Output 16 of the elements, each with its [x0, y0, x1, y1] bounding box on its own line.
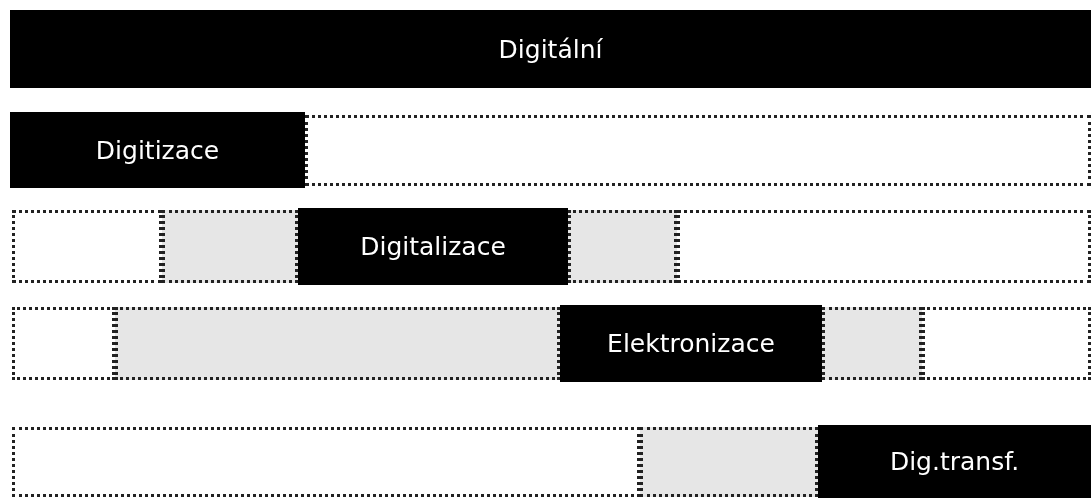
- stage-bar: [298, 208, 568, 285]
- shaded-segment: [640, 427, 818, 497]
- stage-bar: [818, 425, 1091, 498]
- stage-label: Digitální: [498, 34, 603, 64]
- stage-label: Elektronizace: [607, 329, 775, 358]
- stage-label: Digitizace: [95, 135, 220, 165]
- stage-bar: [10, 10, 1091, 88]
- shaded-segment: [115, 307, 560, 380]
- stage-label: Dig.transf.: [889, 447, 1020, 476]
- stage-bar: [10, 112, 305, 188]
- stage-bar: [560, 305, 822, 382]
- empty-segment: [305, 115, 1091, 186]
- shaded-segment: [568, 210, 677, 283]
- shaded-segment: [162, 210, 298, 283]
- shaded-segment: [822, 307, 922, 380]
- stage-label: Digitalizace: [360, 232, 506, 261]
